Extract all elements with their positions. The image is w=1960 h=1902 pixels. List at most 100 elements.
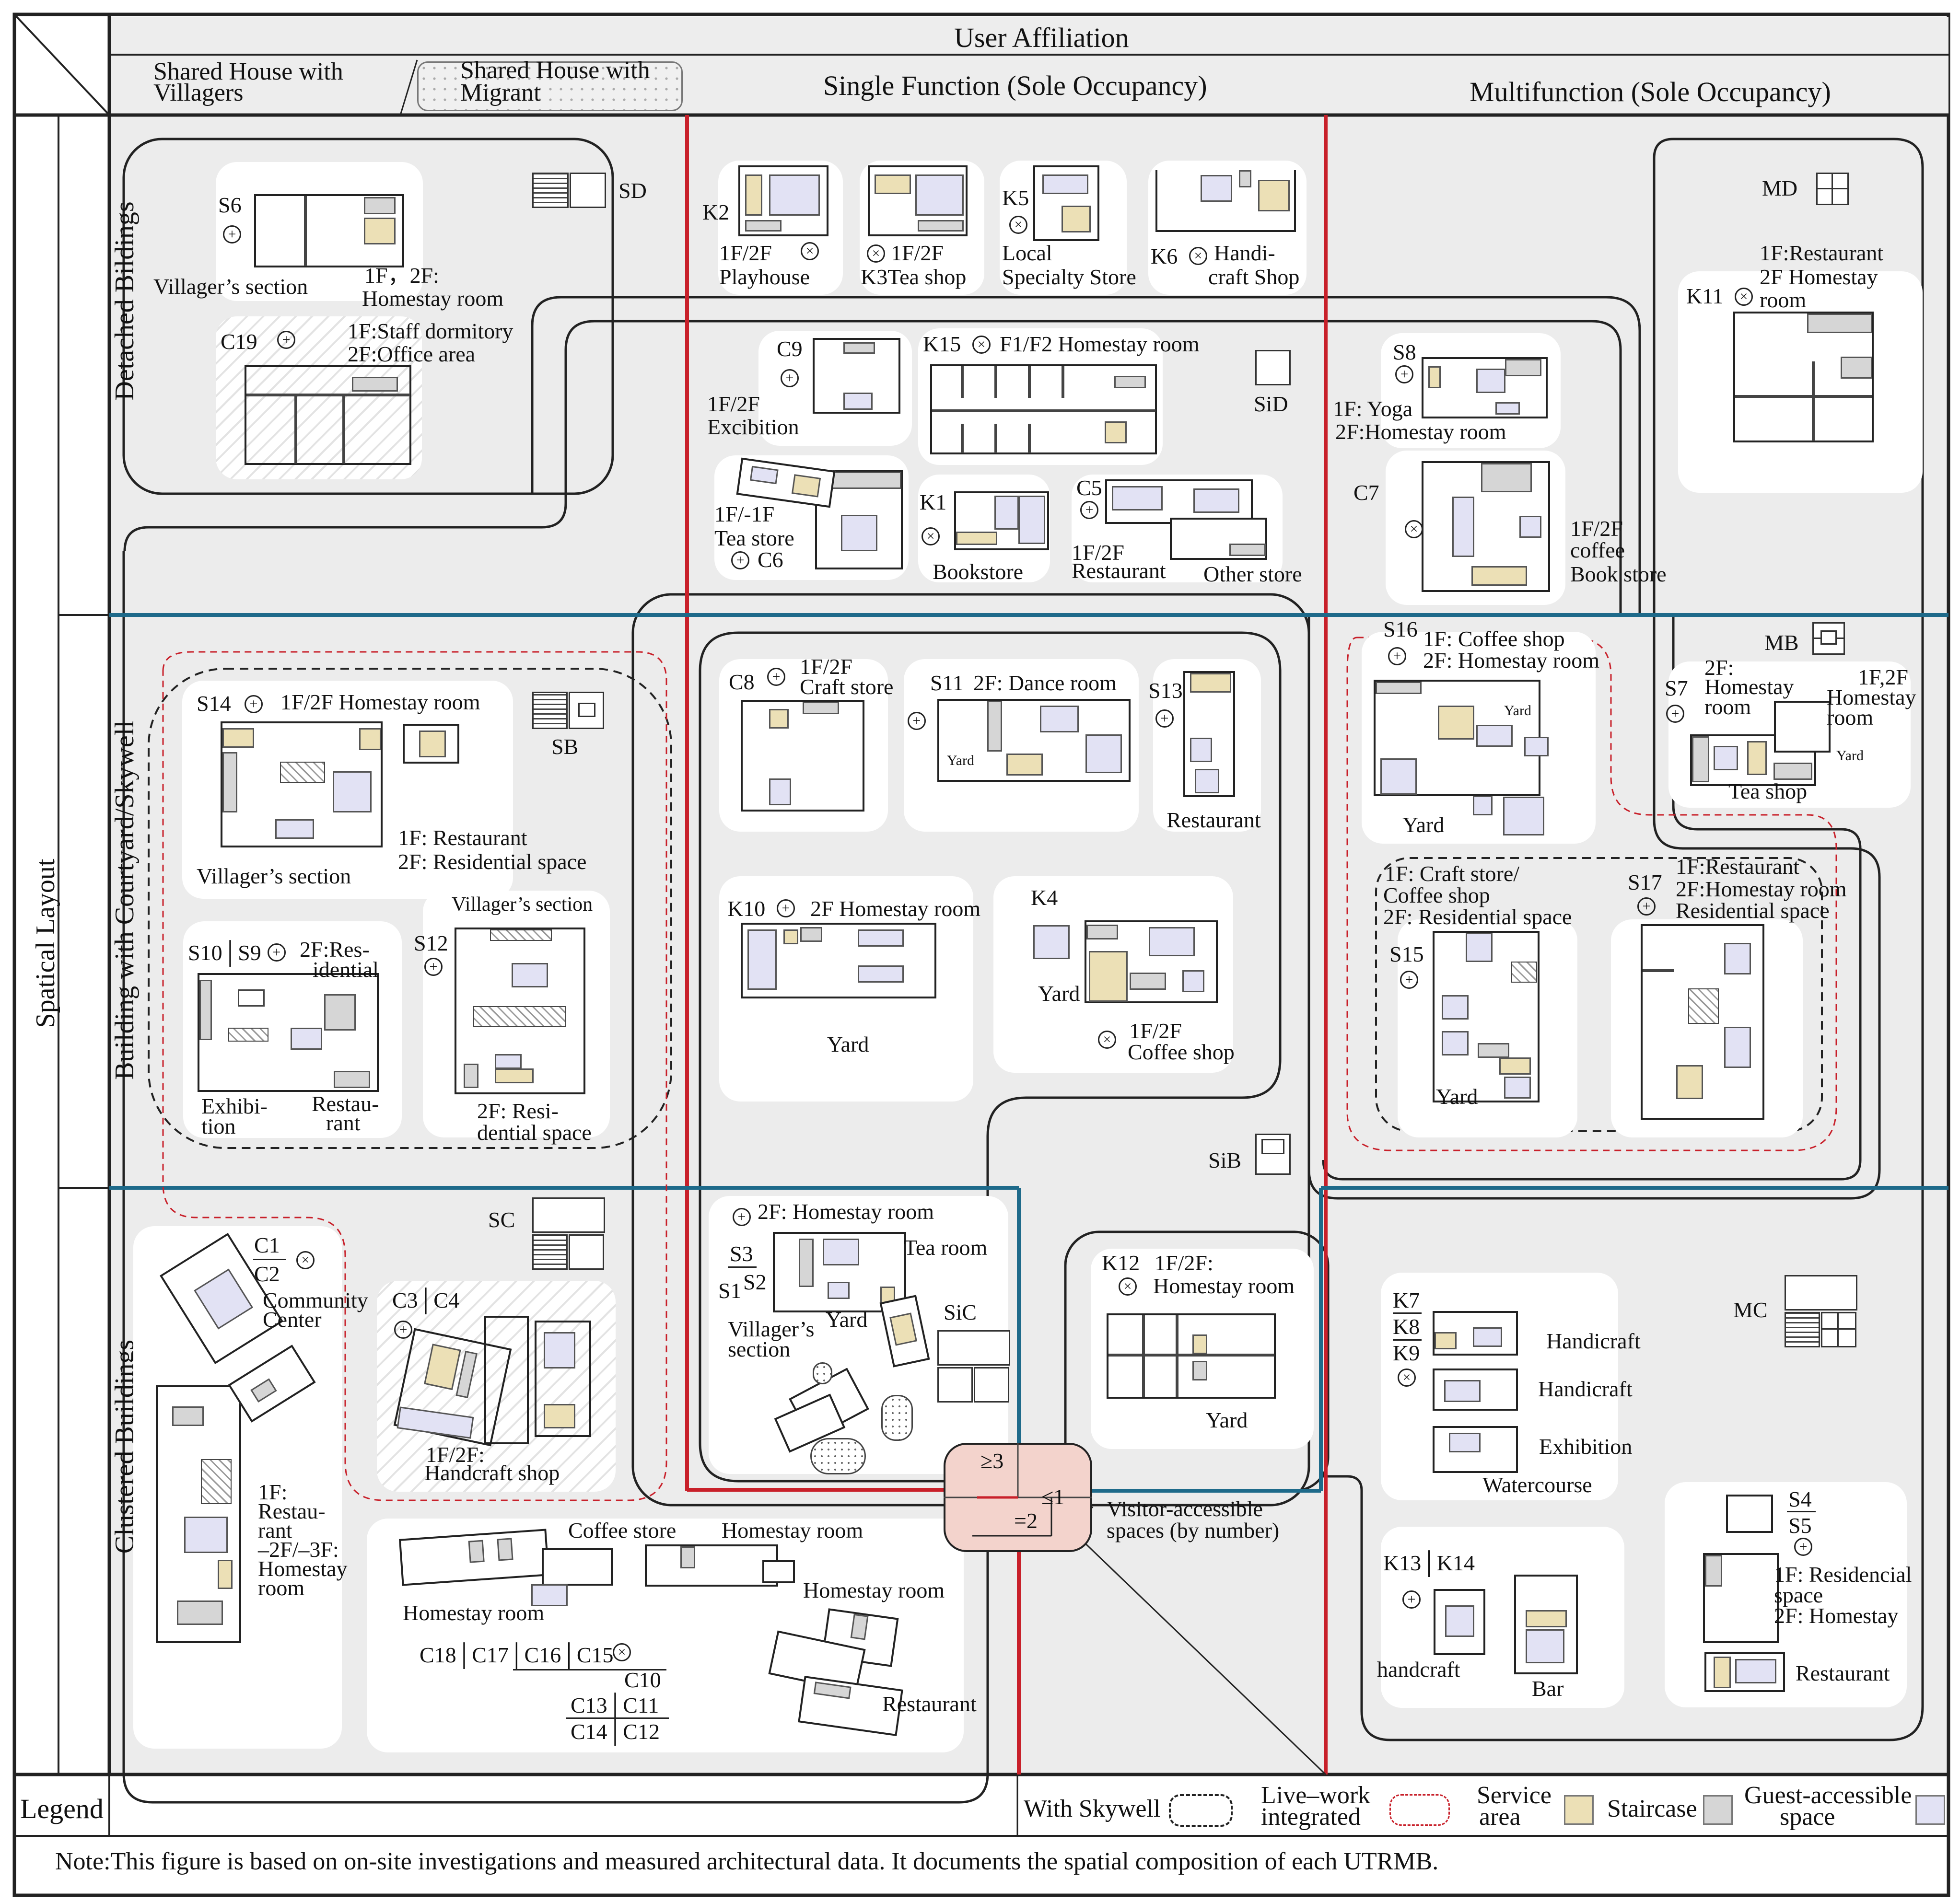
c8-code: C8 — [729, 670, 755, 694]
s6-north-icon — [223, 225, 241, 244]
k2-line2: Playhouse — [719, 265, 810, 289]
c15-row3: C14│C12 — [571, 1719, 660, 1744]
plan-c7 — [1422, 461, 1550, 592]
legend-title: Legend — [20, 1793, 104, 1824]
c6-line1: 1F/-1F — [714, 502, 775, 526]
k4-code: K4 — [1031, 885, 1058, 910]
c9-line2: Excibition — [707, 415, 799, 439]
k1-code: K1 — [920, 490, 947, 514]
s11-north-icon — [908, 712, 926, 730]
mc-type-icon-3 — [1821, 1312, 1856, 1347]
s14-code: S14 — [197, 691, 231, 716]
k12-line1: 1F/2F: — [1155, 1251, 1213, 1275]
k7-code: K7 — [1393, 1288, 1420, 1312]
shared-migrant-badge — [417, 61, 683, 111]
k4-yard: Yard — [1038, 981, 1080, 1006]
plan-s6 — [254, 194, 404, 267]
s7-line2: Homestay — [1704, 674, 1794, 699]
plan-s13 — [1183, 671, 1235, 797]
plan-s4 — [1726, 1495, 1773, 1533]
plan-k11 — [1733, 312, 1874, 442]
s5-code: S5 — [1788, 1513, 1812, 1538]
k7k9-water: Watercourse — [1482, 1473, 1592, 1497]
s1s3-villager2: section — [728, 1337, 791, 1361]
legend-staircase-swatch — [1703, 1795, 1733, 1825]
c2-code: C2 — [254, 1262, 280, 1286]
c15-homestay2: Homestay room — [403, 1600, 545, 1625]
plan-s14 — [221, 721, 383, 847]
s1s3-s2: S2 — [743, 1270, 767, 1294]
s7-line3: room — [1704, 695, 1751, 719]
c7-line1: 1F/2F — [1570, 516, 1623, 541]
plan-c3-b — [484, 1316, 529, 1444]
s1s3-tea: Tea room — [904, 1235, 988, 1260]
sc-type-icon — [532, 1197, 605, 1233]
s4s5-line2: space — [1774, 1583, 1823, 1607]
s7-tea: Tea shop — [1728, 779, 1808, 803]
sb-type-icon-2 — [569, 692, 604, 729]
s15-yard: Yard — [1436, 1084, 1478, 1109]
col-multi: Multifunction (Sole Occupancy) — [1470, 76, 1831, 107]
note-text: Note:This figure is based on on-site inv… — [55, 1848, 1439, 1875]
c5-line1: 1F/2F — [1072, 540, 1124, 565]
plan-k5 — [1033, 165, 1099, 241]
s4s5-rest: Restaurant — [1796, 1661, 1890, 1685]
k1-north-icon — [922, 527, 940, 545]
plan-c19 — [245, 365, 411, 465]
s17-north-icon — [1637, 897, 1656, 916]
s1s3-s1: S1 — [718, 1278, 742, 1303]
s4s5-line3: 2F: Homestay — [1774, 1603, 1899, 1628]
mb-type-icon — [1812, 622, 1845, 655]
s6-use: Homestay room — [362, 286, 504, 311]
s13-code: S13 — [1148, 678, 1183, 703]
plan-c15 — [542, 1548, 613, 1586]
k11-line3: room — [1760, 288, 1807, 312]
k6-code: K6 — [1151, 244, 1178, 268]
s16-line2: 2F: Homestay room — [1423, 648, 1599, 673]
c15-c10: C10 — [624, 1668, 661, 1692]
k7k9-h2: Handicraft — [1538, 1377, 1633, 1401]
s7-line1: 2F: — [1704, 655, 1734, 680]
plan-s1s3 — [773, 1232, 906, 1312]
c15-north-icon — [613, 1643, 631, 1661]
s1s3-yard: Yard — [826, 1307, 868, 1332]
s16-line1: 1F: Coffee shop — [1423, 626, 1565, 651]
s1s3-villager1: Villager’s — [728, 1317, 815, 1341]
s16-yard: Yard — [1402, 812, 1445, 837]
s10s9-line2: idential — [313, 957, 379, 982]
plan-c2 — [156, 1385, 241, 1643]
c6-line2: Tea store — [714, 526, 794, 550]
header-title: User Affiliation — [954, 22, 1129, 53]
sc-code: SC — [488, 1207, 515, 1232]
visitor-eq2: =2 — [1014, 1508, 1038, 1533]
c1c2-line1: Community — [263, 1288, 368, 1312]
k11-line2: 2F Homestay — [1760, 265, 1878, 289]
c1-code: C1 — [254, 1233, 280, 1257]
c1c2-f3: rant — [258, 1518, 292, 1542]
k2-code: K2 — [702, 200, 730, 224]
k12-code: K12 — [1102, 1251, 1140, 1275]
k15-label: F1/F2 Homestay room — [1000, 332, 1200, 356]
md-type-icon — [1816, 173, 1849, 205]
k2-line1: 1F/2F — [719, 241, 772, 265]
plan-k2 — [738, 165, 828, 236]
k3-line2: K3Tea shop — [861, 265, 967, 289]
k12-north-icon — [1119, 1277, 1137, 1296]
plan-k9 — [1433, 1426, 1518, 1473]
legend-service2: area — [1479, 1803, 1521, 1831]
sib-type-icon — [1255, 1134, 1291, 1175]
plan-c8 — [741, 700, 864, 812]
k7k9-north-icon — [1398, 1369, 1416, 1387]
plan-s11 — [937, 699, 1131, 782]
s16-north-icon — [1388, 647, 1406, 665]
k6-line1: Handi- — [1214, 241, 1275, 265]
s17-code: S17 — [1628, 870, 1662, 894]
plan-k1 — [954, 491, 1049, 550]
k5-line2: Specialty Store — [1002, 265, 1136, 289]
plan-c13-b — [762, 1560, 795, 1583]
k13k14-code: K13│K14 — [1383, 1551, 1475, 1575]
s7-code: S7 — [1665, 676, 1688, 700]
c15-fraction-bar-2 — [566, 1717, 669, 1719]
s15-code: S15 — [1389, 942, 1424, 966]
sic-code: SiC — [944, 1300, 977, 1324]
